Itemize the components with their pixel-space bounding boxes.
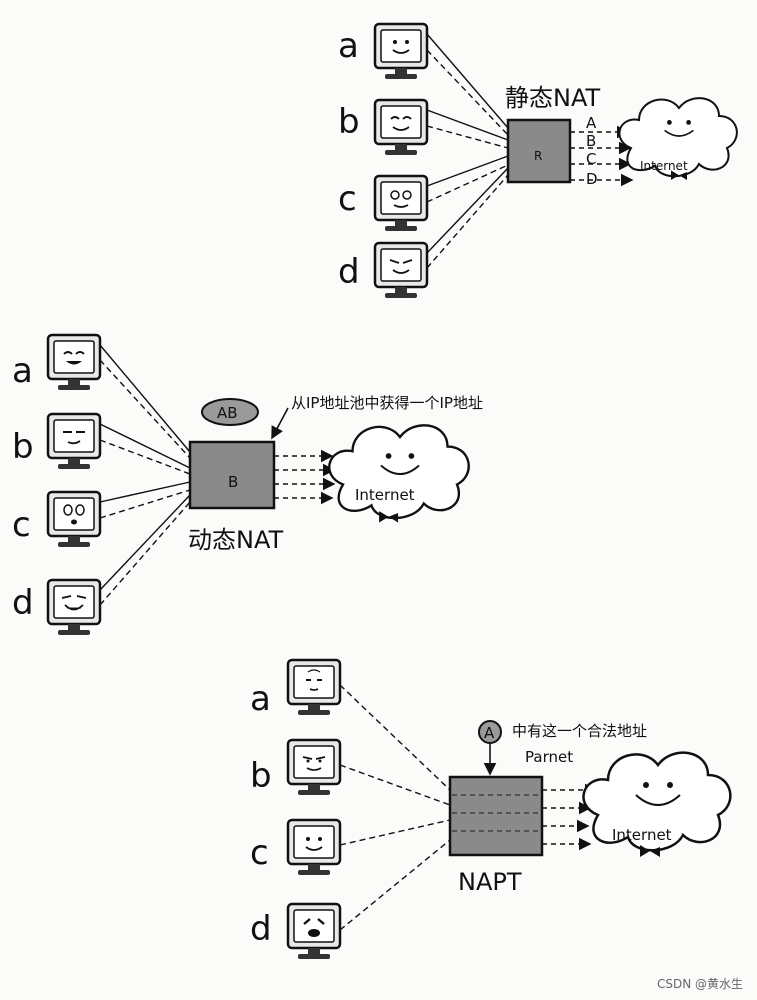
dynamic-host-label-d: d <box>12 583 34 623</box>
static-nat-title: 静态NAT <box>505 84 601 112</box>
napt-host-label-d: d <box>250 909 272 949</box>
dynamic-arrows <box>274 449 336 505</box>
static-router <box>506 118 572 184</box>
napt-monitor-a-icon <box>286 658 342 717</box>
static-router-label: R <box>534 149 542 163</box>
dynamic-internet-cloud-icon <box>328 424 470 523</box>
napt-router-internal-lines <box>452 794 540 832</box>
static-nat-section: a b c d <box>338 22 738 300</box>
dynamic-router-label: B <box>228 473 238 491</box>
napt-internet-label: Internet <box>612 826 672 844</box>
static-arrows <box>570 125 634 187</box>
napt-section: a b c d <box>250 658 732 961</box>
static-monitor-a-icon <box>373 22 429 81</box>
dynamic-monitor-a-icon <box>46 333 102 392</box>
static-host-label-d: d <box>338 252 360 292</box>
dynamic-router <box>188 440 276 510</box>
dynamic-nat-title: 动态NAT <box>188 526 284 554</box>
napt-router <box>448 775 544 857</box>
address-pool-badge <box>201 398 259 426</box>
static-ip-D: D <box>586 170 598 188</box>
dynamic-host-label-b: b <box>12 427 34 467</box>
napt-title: NAPT <box>458 868 522 896</box>
dynamic-monitor-c-icon <box>46 490 102 549</box>
napt-monitor-d-icon <box>286 902 342 961</box>
dynamic-monitor-b-icon <box>46 412 102 471</box>
static-monitor-d-icon <box>373 241 429 300</box>
napt-address-label: A <box>484 724 495 742</box>
dynamic-host-label-a: a <box>12 351 33 391</box>
static-ip-B: B <box>586 132 596 150</box>
static-monitor-b-icon <box>373 98 429 157</box>
napt-annotation-line2: Parnet <box>525 748 573 766</box>
napt-links <box>339 684 451 931</box>
napt-monitor-b-icon <box>286 738 342 797</box>
address-pool-label: AB <box>217 404 238 422</box>
static-monitor-c-icon <box>373 174 429 233</box>
static-ip-A: A <box>586 114 597 132</box>
napt-host-label-c: c <box>250 833 269 873</box>
napt-host-label-a: a <box>250 679 271 719</box>
static-ip-C: C <box>586 150 596 168</box>
napt-address-badge <box>478 720 502 744</box>
static-internet-label: Internet <box>640 159 688 173</box>
static-host-label-a: a <box>338 26 359 66</box>
napt-monitor-c-icon <box>286 818 342 877</box>
static-host-label-c: c <box>338 179 357 219</box>
dynamic-annotation: 从IP地址池中获得一个IP地址 <box>291 394 483 412</box>
static-links <box>426 33 509 269</box>
napt-host-label-b: b <box>250 756 272 796</box>
dynamic-links <box>99 344 191 606</box>
dynamic-nat-section: a b c d <box>12 333 483 637</box>
watermark: CSDN @黄水生 <box>656 977 743 991</box>
napt-annotation-line1: 中有这一个合法地址 <box>512 722 647 740</box>
napt-internet-cloud-icon <box>582 751 732 857</box>
dynamic-internet-label: Internet <box>355 486 415 504</box>
dynamic-monitor-d-icon <box>46 578 102 637</box>
dynamic-host-label-c: c <box>12 505 31 545</box>
static-host-label-b: b <box>338 102 360 142</box>
